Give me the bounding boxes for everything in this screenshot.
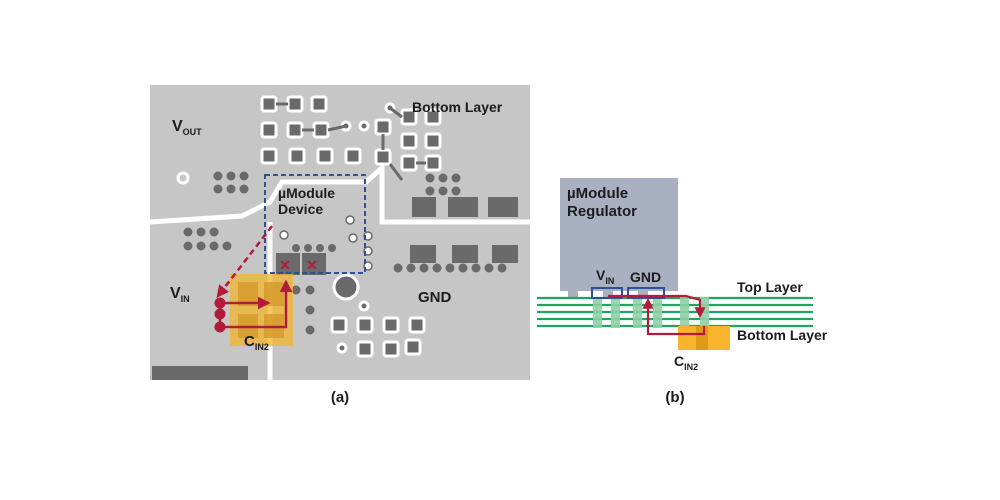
device-label-line1: µModule [278, 185, 335, 201]
vin-pin-box [591, 287, 623, 299]
regulator-label-line2: Regulator [567, 203, 637, 220]
via-array-lower [291, 285, 315, 335]
cin2-capacitor [230, 274, 293, 346]
smd-pads [152, 197, 518, 380]
via-array-vin [183, 227, 232, 251]
panel-b: µModule Regulator VIN GND Top Layer Bott… [537, 178, 828, 406]
regulator-label-line1: µModule [567, 185, 628, 202]
plane-split-line [149, 162, 530, 225]
pcb-board [150, 85, 530, 380]
via-x-marker-2: ✕ [306, 257, 318, 273]
top-layer-label: Top Layer [737, 279, 803, 295]
lower-pad-cluster [330, 300, 426, 358]
module-body [560, 178, 678, 291]
current-loop-b [608, 294, 706, 336]
caption-a: (a) [331, 389, 349, 406]
cin2-capacitor-b-pad [696, 326, 708, 350]
gnd-label-b: GND [630, 269, 661, 285]
module-pins [568, 290, 648, 298]
cin2-label-b: CIN2 [674, 353, 698, 372]
vin-label: VIN [170, 285, 190, 304]
via-array-right [425, 173, 461, 196]
via-array-left [213, 171, 249, 194]
large-via [332, 273, 360, 301]
cin2-label-a: CIN2 [244, 333, 269, 352]
current-path-dashed [216, 225, 273, 298]
device-outline [264, 174, 366, 274]
bottom-layer-label-a: Bottom Layer [412, 99, 503, 115]
current-path-nodes [214, 297, 226, 333]
vin-label-b: VIN [596, 267, 614, 286]
device-pads [276, 244, 336, 275]
via-array-gnd [393, 263, 507, 273]
device-label-line2: Device [278, 201, 323, 217]
current-path-bottom [220, 279, 293, 329]
vout-label: VOUT [172, 118, 202, 137]
panel-a: ✕ ✕ VOUT VIN CIN2 GND Bottom Layer µModu… [149, 85, 530, 406]
current-path [216, 225, 293, 329]
bottom-layer-traces [276, 102, 426, 181]
via-x-marker-1: ✕ [279, 257, 291, 273]
bottom-layer-pads [260, 95, 442, 172]
gnd-label-a: GND [418, 289, 452, 306]
bottom-layer-label-b: Bottom Layer [737, 327, 828, 343]
pcb-layer-stack [537, 296, 813, 328]
caption-b: (b) [665, 389, 684, 406]
